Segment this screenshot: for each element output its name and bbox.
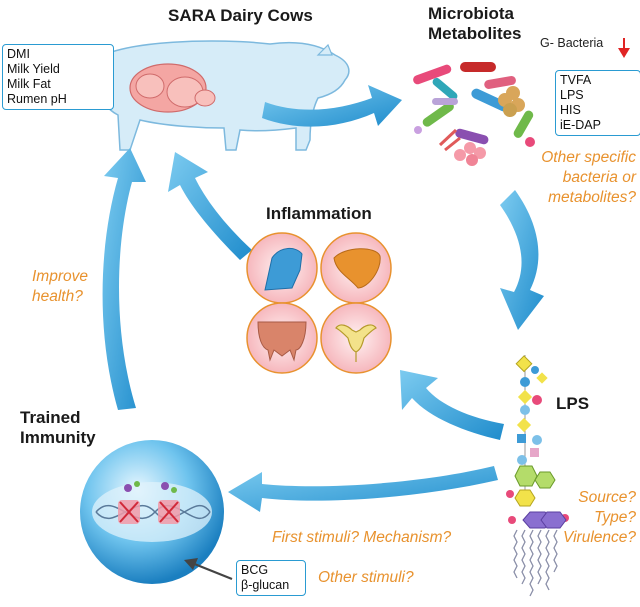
inflammation-organs [246, 232, 392, 374]
microbiota-question-line3: metabolites? [548, 189, 636, 206]
other-stimuli-question: Other stimuli? [318, 569, 414, 586]
lps-title: LPS [556, 394, 590, 413]
metabolite-ie-dap: iE-DAP [560, 118, 601, 132]
arrow-trained-to-cow [102, 148, 146, 410]
lps-molecule [506, 355, 569, 597]
first-stimuli-question: First stimuli? Mechanism? [272, 529, 452, 546]
cow-title: SARA Dairy Cows [168, 6, 313, 25]
trained-immunity-title: Trained Immunity [20, 408, 96, 448]
arrow-cow-to-microbiota [262, 85, 402, 127]
inflammation-title: Inflammation [266, 204, 372, 223]
uterus-icon [335, 324, 377, 362]
stimulus-bcg: BCG [241, 563, 269, 577]
down-arrow-icon [618, 38, 630, 58]
metabolites-box: TVFA LPS HIS iE-DAP [555, 70, 640, 136]
stimuli-pointer-icon [184, 558, 233, 581]
cow-illustration [94, 40, 350, 151]
stimulus-beta-glucan: β-glucan [241, 578, 290, 592]
metabolite-tvfa: TVFA [560, 73, 592, 87]
trained-title-line1: Trained [20, 408, 81, 427]
indicator-rumen-ph: Rumen pH [7, 92, 67, 106]
trained-immunity-cell [80, 440, 224, 584]
indicator-milk-fat: Milk Fat [7, 77, 51, 91]
trained-title-line2: Immunity [20, 428, 96, 447]
microbiota-question-line2: bacteria or [562, 169, 636, 186]
metabolite-his: HIS [560, 103, 581, 117]
microbiota-title-line1: Microbiota [428, 4, 514, 23]
indicator-milk-yield: Milk Yield [7, 62, 60, 76]
arrow-microbiota-to-lps [500, 190, 544, 330]
microbiota-question: Other specific bacteria or metabolites? [510, 148, 636, 208]
metabolite-lps: LPS [560, 88, 584, 102]
indicator-dmi: DMI [7, 47, 30, 61]
cycle-arrows [102, 85, 544, 512]
lps-questions: Source? Type? Virulence? [552, 488, 636, 548]
cow-indicators-box: DMI Milk Yield Milk Fat Rumen pH [2, 44, 114, 110]
improve-question-line2: health? [32, 288, 83, 305]
microbiota-title: Microbiota Metabolites [428, 4, 522, 44]
liver-icon [333, 248, 381, 289]
arrow-inflammation-to-cow [168, 152, 252, 260]
udder-icon [257, 321, 307, 362]
microbiota-question-line1: Other specific [541, 149, 636, 166]
stimuli-box: BCG β-glucan [236, 560, 306, 596]
hoof-icon [264, 248, 303, 291]
microbiota-title-line2: Metabolites [428, 24, 522, 43]
improve-question-line1: Improve [32, 268, 88, 285]
lps-question-source: Source? [578, 489, 636, 506]
microbiota-illustration [413, 62, 535, 166]
lps-question-virulence: Virulence? [563, 529, 636, 546]
arrow-lps-to-trained [228, 466, 498, 512]
arrow-lps-to-inflammation [400, 370, 504, 440]
lps-question-type: Type? [594, 509, 636, 526]
g-bacteria-label: G- Bacteria [540, 36, 604, 50]
improve-question: Improve health? [32, 267, 88, 307]
